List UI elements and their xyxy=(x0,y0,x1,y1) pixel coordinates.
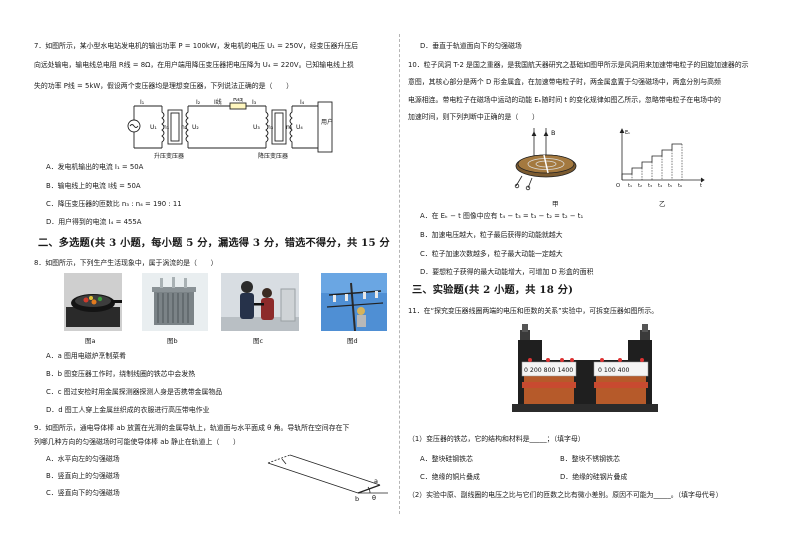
q7-option-a[interactable]: A．发电机输出的电流 I₁ = 50A xyxy=(46,163,144,171)
q11-option-c[interactable]: C．绝缘的铜片叠成 xyxy=(420,473,480,481)
q9-label-theta: θ xyxy=(372,494,376,502)
label-step-down: 降压变压器 xyxy=(258,152,288,160)
q10-cyclotron-diagram: B xyxy=(514,128,577,191)
label-I3: I₃ xyxy=(252,99,257,106)
caption-fig-c: 图c xyxy=(253,337,264,345)
q9-line1: 9．如图所示，通电导体棒 ab 放置在光滑的金属导轨上，轨道面与水平面成 θ 角… xyxy=(34,424,350,432)
label-I1: I₁ xyxy=(140,99,145,106)
q10-label-o: O xyxy=(616,183,620,188)
q10-label-b: B xyxy=(551,129,555,137)
q9-option-d[interactable]: D．垂直于轨道面向下的匀强磁场 xyxy=(420,42,522,50)
q10-option-b[interactable]: B．加速电压越大，粒子最后获得的动能就越大 xyxy=(420,231,563,239)
label-I4: I₄ xyxy=(300,99,305,106)
label-U4: U₄ xyxy=(296,124,303,131)
column-divider xyxy=(399,34,400,514)
label-Iline: I线 xyxy=(214,98,222,106)
q10-tick-t1: t₁ xyxy=(628,183,632,188)
q10-ek-t-graph: Eₖ O t t₁ t₂ t₃ t₄ t₅ t₆ xyxy=(616,128,705,188)
left-column: 7．如图所示，某小型水电站发电机的输出功率 P = 100kW，发电机的电压 U… xyxy=(34,0,390,549)
caption-jia: 甲 xyxy=(552,200,559,208)
q10-tick-t5: t₅ xyxy=(668,183,672,188)
q11-sub1: （1）变压器的铁芯，它的结构和材料是_____；（填字母） xyxy=(408,435,585,443)
q11-transformer-apparatus: 0 200 800 1400 0 100 400 xyxy=(512,324,658,412)
q11-sub2: （2）实验中原、副线圈的电压之比与它们的匝数之比有微小差别。原因不可能为____… xyxy=(408,491,723,499)
q10-line4: 加速时间，则下列判断中正确的是（ ） xyxy=(408,113,539,121)
q7-option-b[interactable]: B．输电线上的电流 I线 = 50A xyxy=(46,182,141,190)
caption-yi: 乙 xyxy=(659,200,666,208)
q10-line2: 意图，其核心部分是两个 D 形金属盒，在加速带电粒子时，两金属盒置于匀强磁场中，… xyxy=(408,78,721,86)
q9-line2: 列哪几种方向的匀强磁场时可能使导体棒 ab 静止在轨道上（ ） xyxy=(34,438,240,446)
q9-incline-rails-diagram: a b θ xyxy=(267,454,388,503)
q8-option-b[interactable]: B．b 图变压器工作时，绕制线圈的铁芯中会发热 xyxy=(46,370,196,378)
q7-circuit-diagram: I₁ U₁ n₁ n₂ U₂ I₂ I线 R线 I₃ U₃ n₃ n₄ U₄ I… xyxy=(127,98,333,160)
photo-b-transformer xyxy=(142,273,208,331)
q10-tick-t2: t₂ xyxy=(638,183,642,188)
q10-tick-t3: t₃ xyxy=(648,183,652,188)
caption-fig-b: 图b xyxy=(167,337,178,345)
label-R: R线 xyxy=(233,98,243,103)
caption-fig-a: 图a xyxy=(85,337,96,345)
photo-a-induction-cooker xyxy=(64,273,122,331)
q10-tick-t4: t₄ xyxy=(658,183,662,188)
label-U2: U₂ xyxy=(192,124,199,131)
q9-label-b: b xyxy=(355,495,359,503)
q10-line3: 电源相连。带电粒子在磁场中运动的动能 Eₖ随时间 t 的变化规律如图乙所示，忽略… xyxy=(408,96,721,104)
q10-line1: 10．粒子风洞 T-2 是国之重器，是我国航天器研究之基础如图甲所示是风洞用来加… xyxy=(408,61,749,69)
q8-stem: 8．如图所示，下列生产生活现象中，属于涡流的是（ ） xyxy=(34,259,218,267)
q10-option-d[interactable]: D．要想粒子获得的最大动能增大，可增加 D 形盒的面积 xyxy=(420,268,594,276)
q8-option-a[interactable]: A．a 图用电磁炉烹制菜肴 xyxy=(46,352,127,360)
label-user: 用户 xyxy=(321,118,333,126)
q11-option-a[interactable]: A．整块硅钢铁芯 xyxy=(420,455,473,463)
q10-label-ek: Eₖ xyxy=(625,130,631,136)
user-load-box xyxy=(317,101,333,153)
line-resistor xyxy=(229,102,247,110)
photo-d-power-line-work xyxy=(321,273,387,331)
q8-option-d[interactable]: D．d 图工人穿上金属丝织成的衣服进行高压带电作业 xyxy=(46,406,210,414)
q7-line2: 向远处输电，输电线总电阻 R线 = 8Ω，在用户端用降压变压器把电压降为 U₄ … xyxy=(34,61,354,69)
q9-option-b[interactable]: B．竖直向上的匀强磁场 xyxy=(46,472,120,480)
label-n3: n₃ xyxy=(267,124,274,131)
q7-line1: 7．如图所示，某小型水电站发电机的输出功率 P = 100kW，发电机的电压 U… xyxy=(34,42,359,50)
q8-option-c[interactable]: C．c 图过安检时用金属探测器探测人身是否携带金属物品 xyxy=(46,388,223,396)
photo-c-security-check xyxy=(221,273,299,331)
label-step-up: 升压变压器 xyxy=(154,152,184,160)
q9-label-a: a xyxy=(374,477,378,485)
q10-tick-t6: t₆ xyxy=(678,183,682,188)
q11-option-d[interactable]: D．绝缘的硅钢片叠成 xyxy=(560,473,628,481)
q7-option-c[interactable]: C．降压变压器的匝数比 n₃ : n₄ = 190 : 11 xyxy=(46,200,182,208)
q9-option-a[interactable]: A．水平向左的匀强磁场 xyxy=(46,455,120,463)
label-n4: n₄ xyxy=(286,124,293,131)
q7-option-d[interactable]: D．用户得到的电流 I₄ = 455A xyxy=(46,218,142,226)
caption-fig-d: 图d xyxy=(347,337,358,345)
q11-right-coil-scale: 0 100 400 xyxy=(598,367,630,374)
label-U1: U₁ xyxy=(150,124,157,131)
q11-left-coil-scale: 0 200 800 1400 xyxy=(524,367,573,374)
q11-line1: 11．在“探究变压器线圈两端的电压和匝数的关系”实验中，可拆变压器如图所示。 xyxy=(408,307,659,315)
q9-option-c[interactable]: C．竖直向下的匀强磁场 xyxy=(46,489,120,497)
q10-label-t: t xyxy=(700,183,702,188)
section-3-title: 三、实验题(共 2 小题，共 18 分) xyxy=(412,284,574,296)
q11-option-b[interactable]: B．整块不锈钢铁芯 xyxy=(560,455,620,463)
label-n2: n₂ xyxy=(181,124,188,131)
label-U3: U₃ xyxy=(253,124,260,131)
right-column: D．垂直于轨道面向下的匀强磁场 10．粒子风洞 T-2 是国之重器，是我国航天器… xyxy=(408,0,774,549)
q10-option-a[interactable]: A．在 Eₖ − t 图像中应有 t₄ − t₃ = t₃ − t₂ = t₂ … xyxy=(420,212,584,220)
q10-option-c[interactable]: C．粒子加速次数越多，粒子最大动能一定越大 xyxy=(420,250,563,258)
section-2-title: 二、多选题(共 3 小题，每小题 5 分，漏选得 3 分，错选不得分，共 15 … xyxy=(38,237,390,249)
label-I2: I₂ xyxy=(196,99,201,106)
label-n1: n₁ xyxy=(163,124,170,131)
q7-line3: 失的功率 P线 = 5kW，假设两个变压器均是理想变压器，下列说法正确的是（ ） xyxy=(34,82,294,90)
